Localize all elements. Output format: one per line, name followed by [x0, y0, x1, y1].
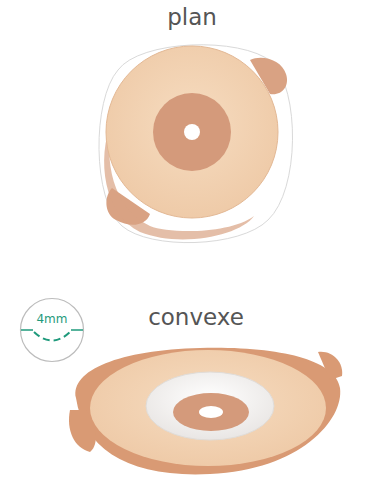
- depth-value: 4mm: [19, 312, 85, 326]
- depth-icon: 4mm: [19, 297, 85, 363]
- convex-flange: [69, 348, 342, 475]
- variant-label: convexe: [148, 304, 244, 330]
- icon-circle: [19, 297, 85, 363]
- flat-flange: [99, 45, 293, 243]
- variant-label: plan: [167, 4, 217, 30]
